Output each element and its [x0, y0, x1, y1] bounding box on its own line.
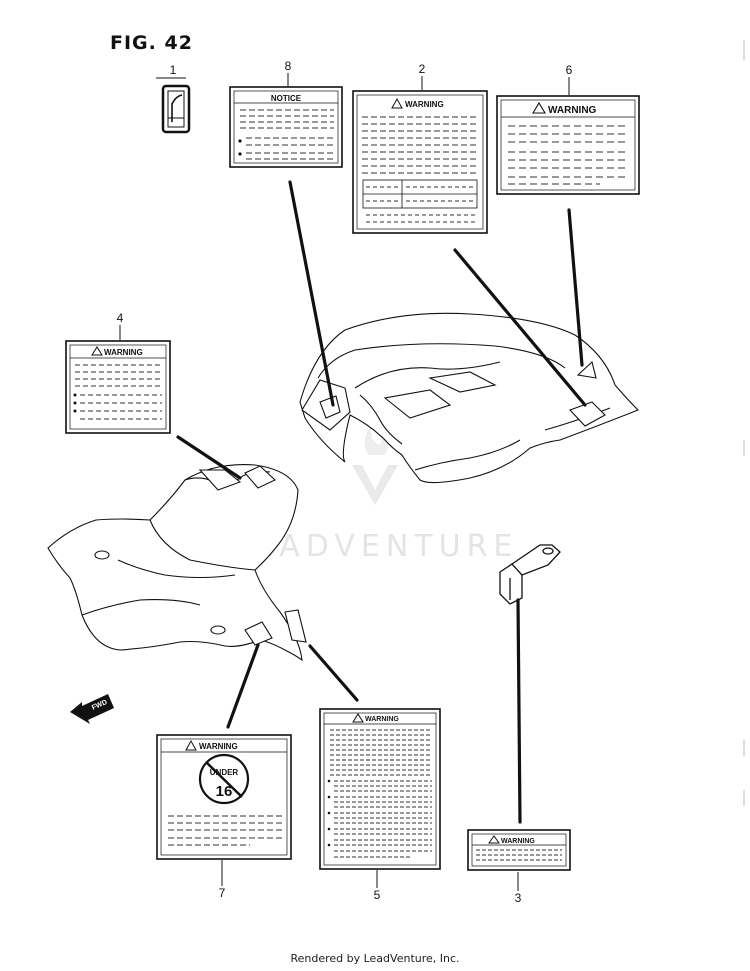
- rear-fender: [299, 312, 639, 484]
- under-text: UNDER: [210, 768, 239, 777]
- part-8-notice-label: NOTICE: [229, 86, 343, 168]
- age-16-text: 16: [216, 783, 233, 800]
- warning-5-text: WARNING: [365, 716, 399, 723]
- part-3-bracket: [499, 544, 561, 605]
- callout-3: 3: [515, 891, 522, 905]
- callout-6: 6: [566, 63, 573, 77]
- callout-2: 2: [419, 62, 426, 76]
- warning-4-text: WARNING: [104, 348, 143, 357]
- figure-title: FIG. 42: [110, 32, 193, 54]
- callout-1: 1: [170, 63, 177, 77]
- leader-lines: [176, 180, 587, 824]
- part-3-warning-label: WARNING: [467, 829, 571, 871]
- callout-7: 7: [219, 886, 226, 900]
- callout-5: 5: [374, 888, 381, 902]
- warning-7-text: WARNING: [199, 742, 238, 751]
- callout-8: 8: [285, 59, 292, 73]
- part-2-warning-label: WARNING: [352, 90, 488, 234]
- footer-credit: Rendered by LeadVenture, Inc.: [290, 952, 460, 965]
- notice-label-text: NOTICE: [271, 94, 302, 103]
- warning-6-text: WARNING: [548, 105, 597, 116]
- fwd-arrow-icon: FWD: [70, 694, 114, 724]
- warning-2-text: WARNING: [405, 100, 444, 109]
- part-6-warning-label: WARNING: [496, 95, 640, 195]
- warning-3-text: WARNING: [501, 838, 535, 845]
- part-1-label: [156, 77, 191, 134]
- part-5-warning-label: WARNING: [319, 708, 441, 870]
- callout-4: 4: [117, 311, 124, 325]
- part-7-warning-label: WARNING UNDER 16: [156, 734, 292, 860]
- front-fender: [47, 464, 307, 662]
- part-4-warning-label: WARNING: [65, 340, 171, 434]
